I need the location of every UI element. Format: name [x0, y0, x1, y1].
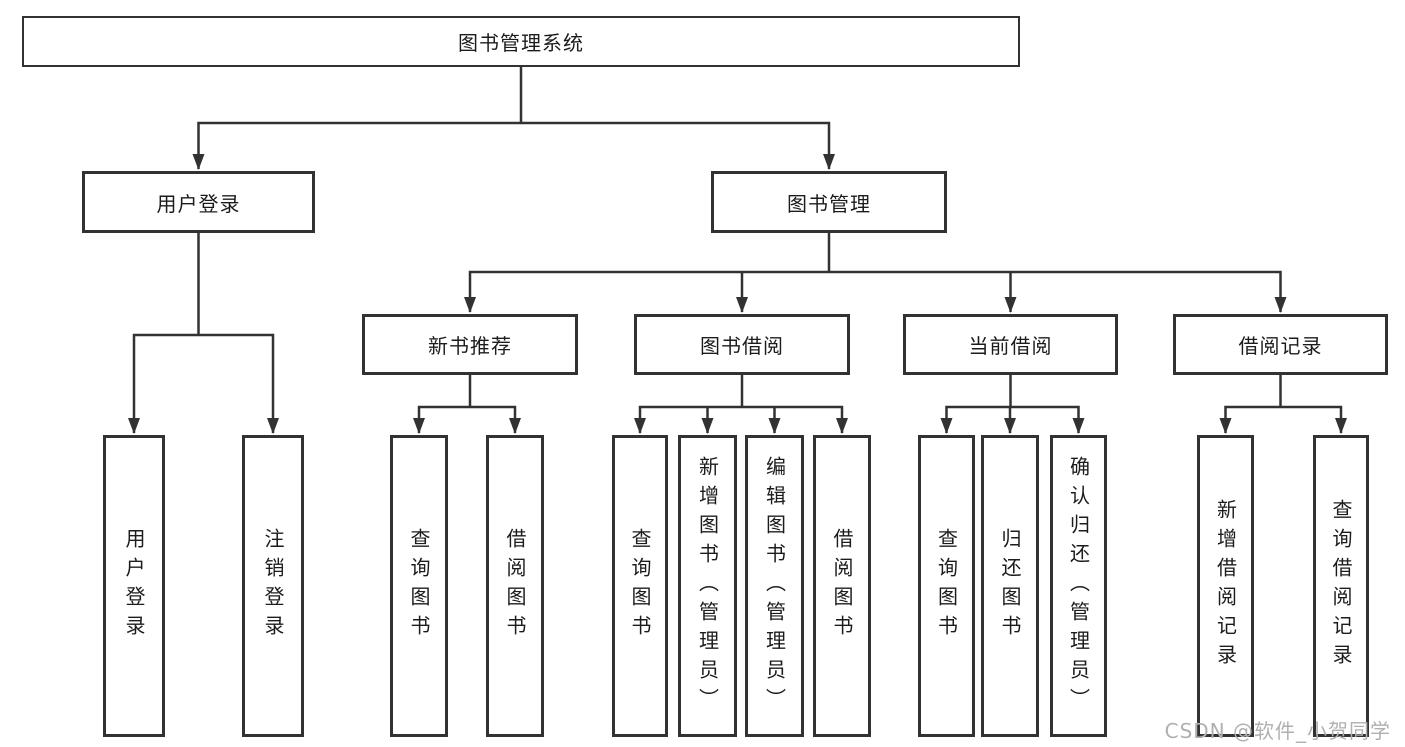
leaf-borrow-add-books-admin: 新增图书（管理员） [678, 435, 737, 737]
leaf-current-return-books: 归还图书 [981, 435, 1039, 737]
node-user-login: 用户登录 [82, 171, 315, 233]
connector-borrow-records-children [1219, 375, 1347, 434]
leaf-logout-label: 注销登录 [261, 528, 285, 644]
leaf-borrow-add-books-admin-label: 新增图书（管理员） [695, 455, 720, 717]
node-new-book-recommend-label: 新书推荐 [428, 334, 512, 358]
leaf-user-login: 用户登录 [103, 435, 165, 737]
connector-new-book-recommend-children [413, 375, 521, 434]
node-borrow-records-label: 借阅记录 [1238, 334, 1323, 358]
leaf-recommend-query-books-label: 查询图书 [407, 528, 431, 644]
node-book-management-label: 图书管理 [787, 191, 871, 216]
leaf-current-confirm-return-admin: 确认归还（管理员） [1050, 435, 1107, 737]
node-new-book-recommend: 新书推荐 [362, 314, 578, 375]
node-book-borrow-label: 图书借阅 [700, 334, 784, 358]
leaf-current-query-books-label: 查询图书 [934, 528, 959, 644]
connector-root-to-level2 [192, 67, 835, 170]
leaf-records-add-record-label: 新增借阅记录 [1213, 499, 1238, 673]
leaf-current-query-books: 查询图书 [918, 435, 975, 737]
leaf-records-add-record: 新增借阅记录 [1197, 435, 1254, 737]
leaf-recommend-borrow-books: 借阅图书 [486, 435, 544, 737]
leaf-borrow-query-books-label: 查询图书 [628, 528, 652, 644]
leaf-recommend-borrow-books-label: 借阅图书 [503, 528, 527, 644]
node-root-label: 图书管理系统 [458, 31, 584, 55]
node-current-borrow: 当前借阅 [903, 314, 1118, 375]
leaf-user-login-label: 用户登录 [122, 528, 146, 644]
connector-current-borrow-children [940, 375, 1085, 434]
node-user-login-label: 用户登录 [156, 191, 241, 216]
leaf-borrow-edit-books-admin-label: 编辑图书（管理员） [762, 455, 787, 717]
node-book-management: 图书管理 [711, 171, 947, 233]
leaf-current-return-books-label: 归还图书 [998, 528, 1022, 644]
leaf-borrow-edit-books-admin: 编辑图书（管理员） [745, 435, 804, 737]
node-borrow-records: 借阅记录 [1173, 314, 1388, 375]
leaf-recommend-query-books: 查询图书 [390, 435, 448, 737]
node-book-borrow: 图书借阅 [634, 314, 850, 375]
connector-book-borrow-children [634, 375, 848, 434]
connector-book-management-children [464, 233, 1287, 313]
csdn-watermark: CSDN @软件_小贺同学 [1164, 719, 1391, 743]
leaf-records-query-record-label: 查询借阅记录 [1329, 499, 1353, 673]
leaf-records-query-record: 查询借阅记录 [1313, 435, 1369, 737]
leaf-logout: 注销登录 [242, 435, 304, 737]
leaf-borrow-borrow-books: 借阅图书 [813, 435, 871, 737]
leaf-current-confirm-return-admin-label: 确认归还（管理员） [1066, 455, 1091, 717]
leaf-borrow-query-books: 查询图书 [612, 435, 668, 737]
node-current-borrow-label: 当前借阅 [968, 334, 1053, 358]
connector-user-login-children [128, 233, 279, 434]
node-root: 图书管理系统 [22, 16, 1020, 67]
leaf-borrow-borrow-books-label: 借阅图书 [830, 528, 854, 644]
